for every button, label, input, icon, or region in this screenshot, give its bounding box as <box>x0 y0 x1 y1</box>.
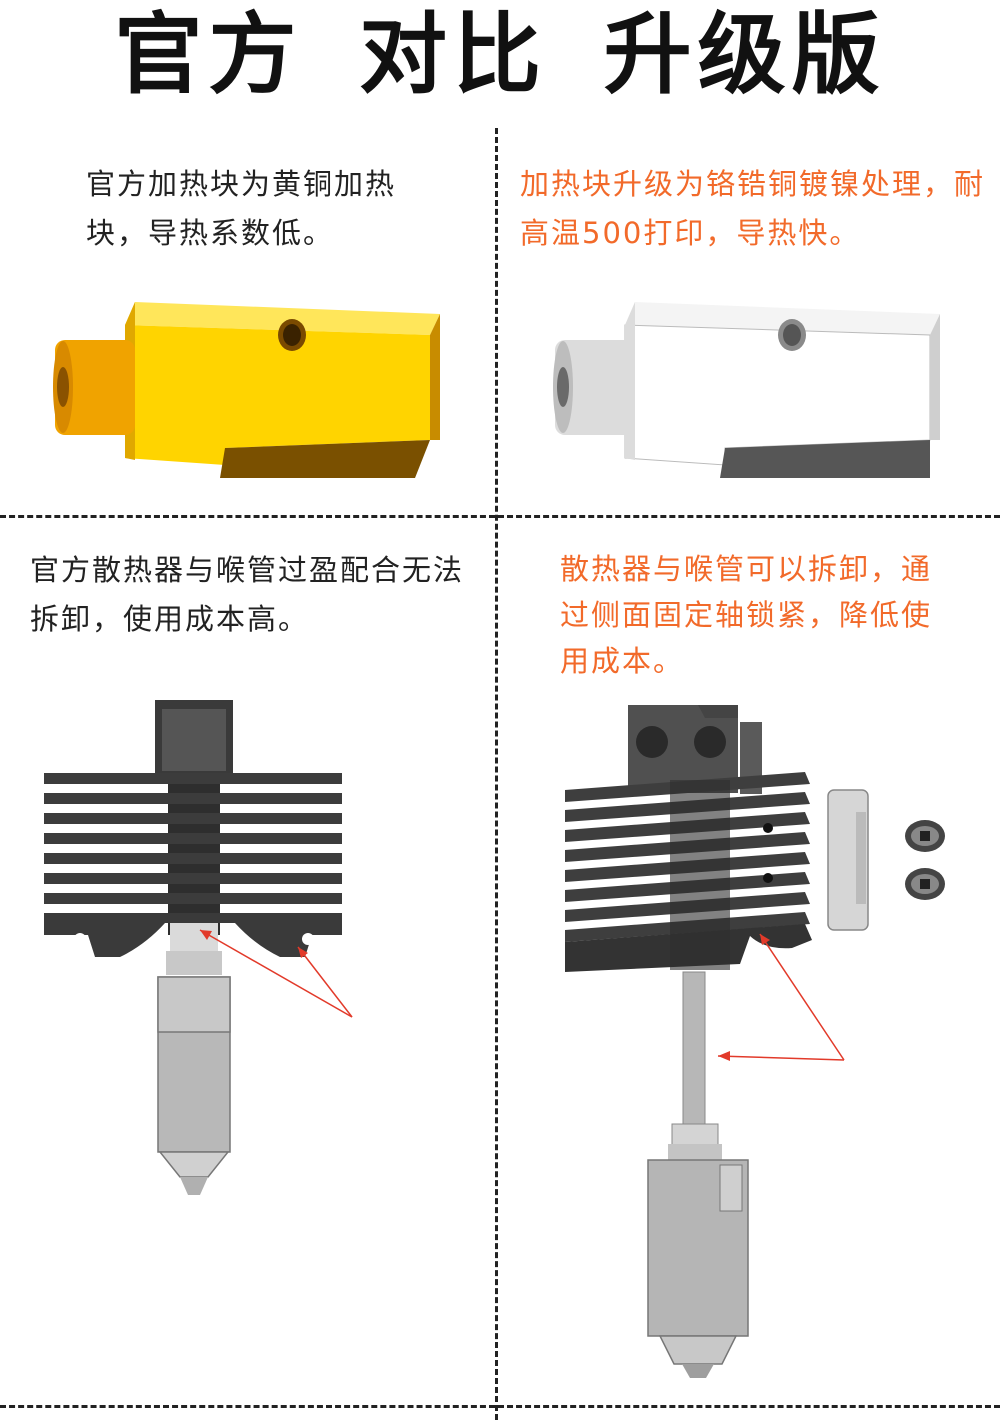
top-right-description: 加热块升级为铬锆铜镀镍处理，耐高温500打印，导热快。 <box>520 167 986 250</box>
upgraded-heatsink-illustration <box>565 705 945 1378</box>
bottom-left-description: 官方散热器与喉管过盈配合无法拆卸，使用成本高。 <box>30 553 465 636</box>
top-left-description: 官方加热块为黄铜加热块，导热系数低。 <box>86 167 397 250</box>
vertical-divider <box>495 128 498 1420</box>
bottom-divider-left <box>0 1405 495 1408</box>
bottom-divider-right <box>498 1405 1000 1408</box>
set-screw-top <box>905 820 945 852</box>
horizontal-divider-left <box>0 515 495 518</box>
brass-heater-block-illustration <box>53 302 440 478</box>
horizontal-divider-right <box>498 515 1000 518</box>
official-heatsink-illustration <box>44 700 353 1195</box>
bottom-right-description: 散热器与喉管可以拆卸，通过侧面固定轴锁紧，降低使用成本。 <box>560 552 933 678</box>
set-screw-bottom <box>905 868 945 900</box>
nickel-heater-block-illustration <box>553 302 940 478</box>
page-title: 官方 对比 升级版 <box>114 3 886 106</box>
